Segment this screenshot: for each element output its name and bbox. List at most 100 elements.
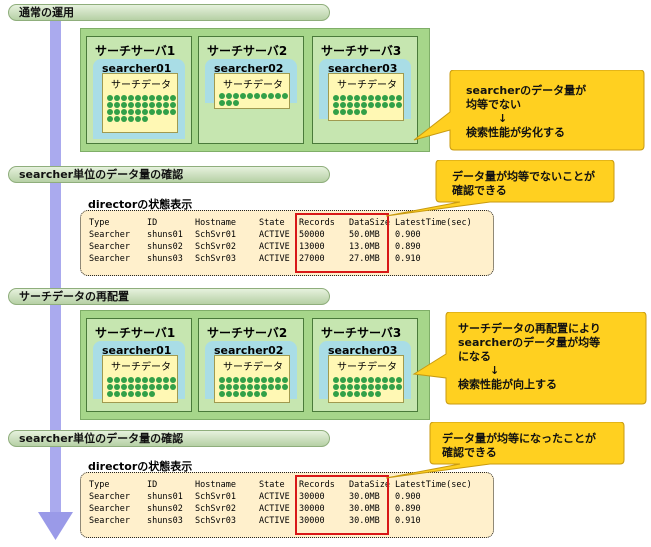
data-dot (114, 377, 120, 383)
search-data-label: サーチデータ (111, 80, 171, 91)
data-dot (135, 391, 141, 397)
callout-shape-2 (385, 160, 615, 217)
server-title: サーチサーバ2 (207, 326, 288, 340)
status-cell: 30.0MB (349, 504, 380, 514)
data-dot (135, 377, 141, 383)
data-dot (114, 95, 120, 101)
data-dot (347, 384, 353, 390)
flow-arrow-head (38, 512, 73, 540)
callout-uneven: データ量が均等でないことが 確認できる (452, 170, 595, 198)
data-dot (254, 377, 260, 383)
data-dot (163, 95, 169, 101)
data-dot (226, 93, 232, 99)
step-label: サーチデータの再配置 (19, 290, 129, 303)
data-dot (375, 391, 381, 397)
data-dot (121, 102, 127, 108)
data-dot (149, 377, 155, 383)
data-dot (149, 95, 155, 101)
status-cell: 30.0MB (349, 492, 380, 502)
status-cell: Searcher (89, 492, 130, 502)
data-dot (240, 384, 246, 390)
data-dot (142, 384, 148, 390)
server-title: サーチサーバ1 (95, 326, 176, 340)
data-dot (135, 384, 141, 390)
data-dot (354, 95, 360, 101)
search-server-1: サーチサーバ1 searcher01 サーチデータ (86, 36, 192, 144)
data-dot (226, 100, 232, 106)
search-server-2: サーチサーバ2 searcher02 サーチデータ (198, 36, 304, 144)
data-dot (375, 384, 381, 390)
data-dot (114, 109, 120, 115)
data-dot (156, 102, 162, 108)
data-dot (233, 377, 239, 383)
status-cell: 0.900 (395, 492, 421, 502)
data-dot (340, 377, 346, 383)
data-dot (170, 109, 176, 115)
callout-line: になる (458, 350, 491, 363)
callout-line: データ量が均等になったことが (442, 432, 596, 445)
search-data-document: サーチデータ (214, 73, 290, 109)
status-cell: shuns01 (147, 492, 183, 502)
data-dot (233, 384, 239, 390)
status-cell: SchSvr02 (195, 504, 236, 514)
data-dot (247, 377, 253, 383)
data-dots (333, 95, 402, 115)
status-cell: Searcher (89, 230, 130, 240)
data-dot (361, 109, 367, 115)
director-status-label: directorの状態表示 (88, 198, 193, 211)
data-dot (142, 377, 148, 383)
data-dot (149, 384, 155, 390)
status-cell: SchSvr02 (195, 242, 236, 252)
status-cell: Searcher (89, 242, 130, 252)
data-dot (333, 95, 339, 101)
step-header-relocate: サーチデータの再配置 (8, 288, 330, 305)
down-arrow-icon: ↓ (498, 112, 508, 125)
data-dot (121, 377, 127, 383)
data-dot (156, 95, 162, 101)
status-cell: ACTIVE (259, 230, 290, 240)
data-dot (233, 391, 239, 397)
status-column-header: Records (299, 480, 335, 490)
data-dot (233, 100, 239, 106)
data-dot (389, 102, 395, 108)
data-dot (261, 391, 267, 397)
status-cell: shuns01 (147, 230, 183, 240)
callout-shape-4 (385, 422, 625, 479)
status-cell: Searcher (89, 254, 130, 264)
data-dot (163, 109, 169, 115)
data-dot (368, 377, 374, 383)
status-cell: shuns03 (147, 254, 183, 264)
data-dot (340, 95, 346, 101)
data-dot (219, 384, 225, 390)
data-dot (261, 93, 267, 99)
director-status-label: directorの状態表示 (88, 460, 193, 473)
status-column-header: LatestTime(sec) (395, 218, 472, 228)
search-server-1: サーチサーバ1 searcher01 サーチデータ (86, 318, 192, 412)
data-dot (382, 377, 388, 383)
status-column-header: Hostname (195, 218, 236, 228)
status-cell: ACTIVE (259, 242, 290, 252)
data-dot (135, 95, 141, 101)
data-dot (333, 109, 339, 115)
data-dot (361, 391, 367, 397)
callout-shape-3 (412, 312, 647, 405)
data-dot (121, 116, 127, 122)
step-header-normal: 通常の運用 (8, 4, 330, 21)
data-dot (128, 102, 134, 108)
data-dot (389, 377, 395, 383)
data-dot (247, 384, 253, 390)
data-dot (361, 102, 367, 108)
data-dot (240, 93, 246, 99)
data-dot (361, 384, 367, 390)
data-dot (347, 377, 353, 383)
data-dot (128, 391, 134, 397)
data-dot (261, 384, 267, 390)
status-cell: 0.900 (395, 230, 421, 240)
status-cell: 30.0MB (349, 516, 380, 526)
